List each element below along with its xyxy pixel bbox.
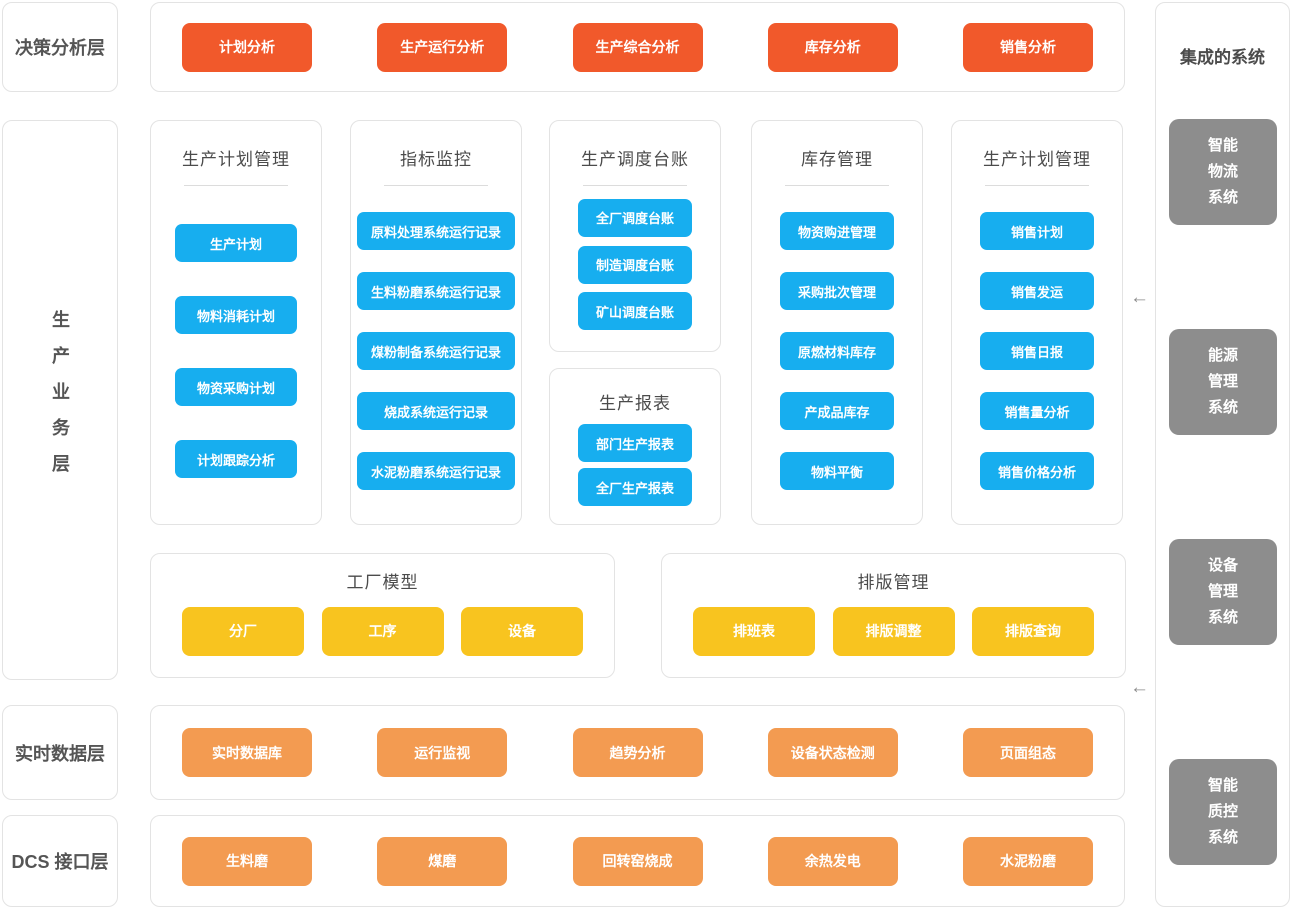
panel-indicator-monitoring: 指标监控 原料处理系统运行记录 生料粉磨系统运行记录 煤粉制备系统运行记录 烧成… bbox=[350, 120, 522, 525]
realtime-data-panel: 实时数据库 运行监视 趋势分析 设备状态检测 页面组态 bbox=[150, 705, 1125, 800]
schedule-adjust-button[interactable]: 排版调整 bbox=[832, 606, 955, 656]
material-purchase-management-button[interactable]: 物资购进管理 bbox=[780, 212, 894, 250]
equipment-management-system-box[interactable]: 设备 管理 系统 bbox=[1169, 539, 1277, 645]
integrated-systems-panel: 集成的系统 智能 物流 系统 能源 管理 系统 设备 管理 系统 智能 质控 系… bbox=[1155, 2, 1290, 907]
plant-production-report-button[interactable]: 全厂生产报表 bbox=[578, 468, 692, 506]
page-configuration-button[interactable]: 页面组态 bbox=[963, 728, 1093, 777]
rotary-kiln-sintering-button[interactable]: 回转窑烧成 bbox=[572, 836, 703, 886]
layer-label-text: 决策分析层 bbox=[15, 38, 105, 58]
divider bbox=[785, 185, 889, 186]
layer-label-realtime: 实时数据层 bbox=[2, 705, 118, 800]
sales-price-analysis-button[interactable]: 销售价格分析 bbox=[980, 452, 1094, 490]
material-balance-button[interactable]: 物料平衡 bbox=[780, 452, 894, 490]
sales-plan-button[interactable]: 销售计划 bbox=[980, 212, 1094, 250]
panel-factory-model: 工厂模型 分厂 工序 设备 bbox=[150, 553, 615, 678]
inventory-analysis-button[interactable]: 库存分析 bbox=[767, 22, 898, 72]
kiln-system-record-button[interactable]: 烧成系统运行记录 bbox=[357, 392, 515, 430]
sales-daily-report-button[interactable]: 销售日报 bbox=[980, 332, 1094, 370]
cement-grinding-button[interactable]: 水泥粉磨 bbox=[963, 836, 1093, 886]
manufacturing-dispatch-ledger-button[interactable]: 制造调度台账 bbox=[578, 245, 692, 284]
plant-dispatch-ledger-button[interactable]: 全厂调度台账 bbox=[578, 198, 692, 237]
divider bbox=[583, 185, 687, 186]
left-arrow-icon: ← bbox=[1130, 287, 1149, 308]
divider bbox=[184, 185, 288, 186]
panel-production-reports: 生产报表 部门生产报表 全厂生产报表 bbox=[549, 368, 721, 525]
coal-mill-button[interactable]: 煤磨 bbox=[377, 836, 508, 886]
panel-title: 指标监控 bbox=[400, 150, 472, 169]
panel-title: 排版管理 bbox=[857, 573, 930, 592]
raw-mill-button[interactable]: 生料磨 bbox=[182, 836, 312, 886]
layer-label-text: 实时数据层 bbox=[15, 743, 105, 764]
layer-label-dcs: DCS 接口层 bbox=[2, 815, 118, 907]
branch-plant-button[interactable]: 分厂 bbox=[182, 606, 304, 656]
trend-analysis-button[interactable]: 趋势分析 bbox=[572, 728, 703, 777]
production-operation-analysis-button[interactable]: 生产运行分析 bbox=[377, 22, 508, 72]
production-plan-button[interactable]: 生产计划 bbox=[175, 224, 297, 262]
department-production-report-button[interactable]: 部门生产报表 bbox=[578, 424, 692, 462]
decision-analysis-panel: 计划分析 生产运行分析 生产综合分析 库存分析 销售分析 bbox=[150, 2, 1125, 92]
plan-tracking-analysis-button[interactable]: 计划跟踪分析 bbox=[175, 440, 297, 478]
equipment-status-detection-button[interactable]: 设备状态检测 bbox=[767, 728, 898, 777]
schedule-query-button[interactable]: 排版查询 bbox=[972, 606, 1094, 656]
coal-powder-preparation-record-button[interactable]: 煤粉制备系统运行记录 bbox=[357, 332, 515, 370]
cement-grinding-record-button[interactable]: 水泥粉磨系统运行记录 bbox=[357, 452, 515, 490]
raw-meal-grinding-record-button[interactable]: 生料粉磨系统运行记录 bbox=[357, 272, 515, 310]
panel-scheduling-management: 排版管理 排班表 排版调整 排版查询 bbox=[661, 553, 1126, 678]
panel-inventory-management: 库存管理 物资购进管理 采购批次管理 原燃材料库存 产成品库存 物料平衡 bbox=[751, 120, 923, 525]
left-arrow-icon: ← bbox=[1130, 677, 1149, 698]
integrated-systems-title: 集成的系统 bbox=[1180, 48, 1265, 67]
panel-title: 生产调度台账 bbox=[581, 150, 689, 169]
material-procurement-plan-button[interactable]: 物资采购计划 bbox=[175, 368, 297, 406]
waste-heat-power-button[interactable]: 余热发电 bbox=[767, 836, 898, 886]
sales-volume-analysis-button[interactable]: 销售量分析 bbox=[980, 392, 1094, 430]
realtime-database-button[interactable]: 实时数据库 bbox=[182, 728, 312, 777]
panel-title: 库存管理 bbox=[801, 150, 873, 169]
layer-label-decision: 决策分析层 bbox=[2, 2, 118, 92]
operation-monitor-button[interactable]: 运行监视 bbox=[377, 728, 508, 777]
purchase-batch-management-button[interactable]: 采购批次管理 bbox=[780, 272, 894, 310]
dcs-interface-panel: 生料磨 煤磨 回转窑烧成 余热发电 水泥粉磨 bbox=[150, 815, 1125, 907]
panel-production-dispatch-ledger: 生产调度台账 全厂调度台账 制造调度台账 矿山调度台账 bbox=[549, 120, 721, 352]
smart-logistics-system-box[interactable]: 智能 物流 系统 bbox=[1169, 119, 1277, 225]
material-consumption-plan-button[interactable]: 物料消耗计划 bbox=[175, 296, 297, 334]
production-comprehensive-analysis-button[interactable]: 生产综合分析 bbox=[572, 22, 703, 72]
equipment-button[interactable]: 设备 bbox=[461, 606, 583, 656]
panel-sales-management: 生产计划管理 销售计划 销售发运 销售日报 销售量分析 销售价格分析 bbox=[951, 120, 1123, 525]
layer-label-text: 生产业务层 bbox=[50, 310, 70, 490]
mine-dispatch-ledger-button[interactable]: 矿山调度台账 bbox=[578, 292, 692, 331]
panel-production-plan-management: 生产计划管理 生产计划 物料消耗计划 物资采购计划 计划跟踪分析 bbox=[150, 120, 322, 525]
panel-title: 生产报表 bbox=[599, 394, 671, 413]
sales-shipping-button[interactable]: 销售发运 bbox=[980, 272, 1094, 310]
plan-analysis-button[interactable]: 计划分析 bbox=[182, 22, 312, 72]
raw-fuel-material-inventory-button[interactable]: 原燃材料库存 bbox=[780, 332, 894, 370]
sales-analysis-button[interactable]: 销售分析 bbox=[963, 22, 1093, 72]
layer-label-text: DCS 接口层 bbox=[11, 852, 109, 872]
raw-material-processing-record-button[interactable]: 原料处理系统运行记录 bbox=[357, 212, 515, 250]
shift-schedule-button[interactable]: 排班表 bbox=[693, 606, 815, 656]
layer-label-business: 生产业务层 bbox=[2, 120, 118, 680]
finished-goods-inventory-button[interactable]: 产成品库存 bbox=[780, 392, 894, 430]
panel-title: 生产计划管理 bbox=[983, 150, 1091, 169]
panel-title: 工厂模型 bbox=[346, 573, 419, 592]
panel-title: 生产计划管理 bbox=[182, 150, 290, 169]
divider bbox=[985, 185, 1089, 186]
energy-management-system-box[interactable]: 能源 管理 系统 bbox=[1169, 329, 1277, 435]
process-button[interactable]: 工序 bbox=[321, 606, 444, 656]
divider bbox=[384, 185, 488, 186]
smart-quality-control-system-box[interactable]: 智能 质控 系统 bbox=[1169, 759, 1277, 865]
